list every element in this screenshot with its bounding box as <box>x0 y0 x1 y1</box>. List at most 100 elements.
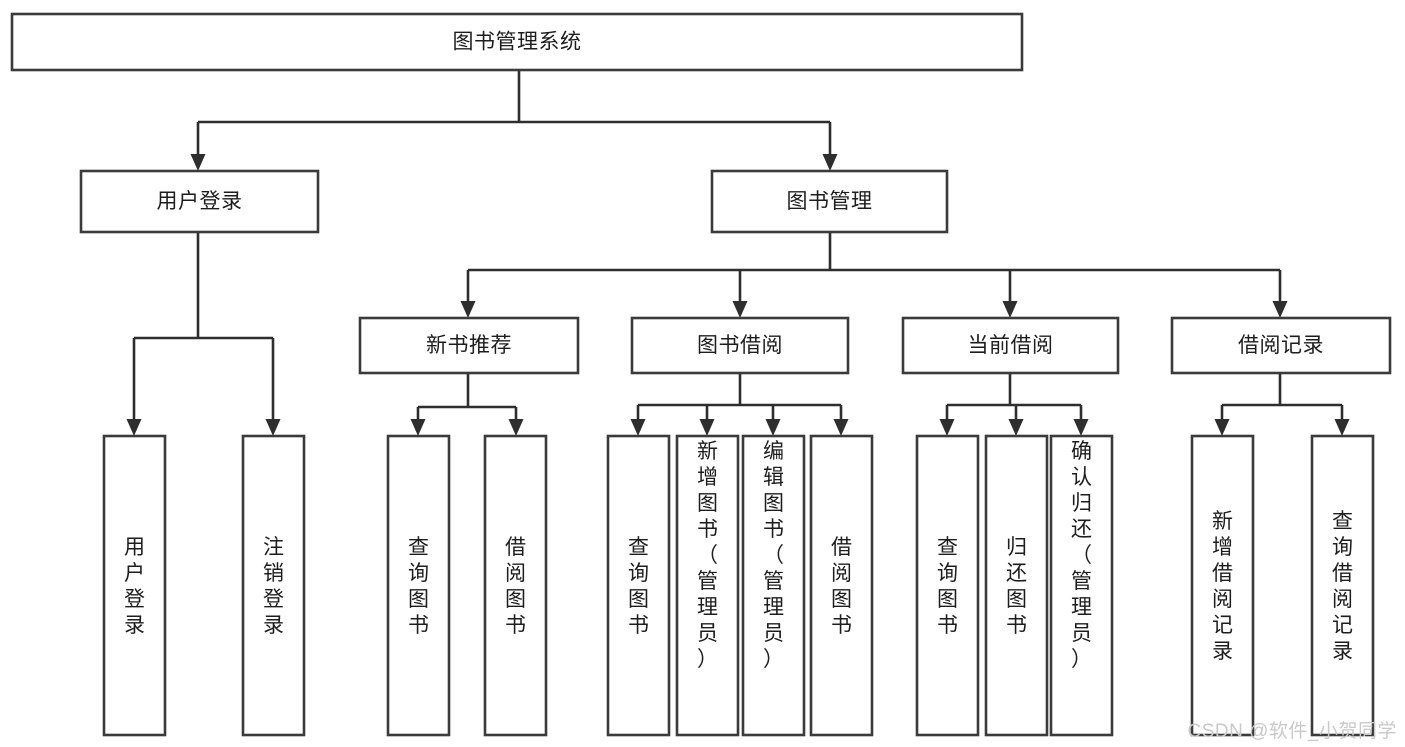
node-leaf-borrow-book-1[interactable]: 借阅图书 <box>483 434 548 737</box>
connector-user-login-to-leaf1 <box>126 338 142 436</box>
arrow-head-icon <box>1073 419 1089 436</box>
node-leaf-return-book-label: 归还图书 <box>1006 536 1027 637</box>
arrow-head-icon <box>1334 419 1350 436</box>
node-current-borrow-box[interactable] <box>901 316 1120 375</box>
csdn-watermark: CSDN @软件_小贺同学 <box>1187 721 1397 742</box>
arrow-head-icon <box>1002 301 1018 318</box>
connector-book-borrow-arrow-1 <box>630 405 646 436</box>
node-book-borrow-box[interactable] <box>630 316 850 375</box>
arrow-head-icon <box>833 419 849 436</box>
connector-book-borrow-arrow-3 <box>765 405 781 436</box>
node-user-login-box[interactable] <box>79 169 320 234</box>
arrow-head-icon <box>822 154 838 171</box>
node-leaf-return-book-box[interactable] <box>984 434 1049 737</box>
arrow-head-icon <box>126 419 142 436</box>
connector-bus-to-book-borrow <box>732 270 748 318</box>
arrow-head-icon <box>265 419 281 436</box>
node-book-borrow[interactable]: 图书借阅 <box>630 316 850 375</box>
node-leaf-add-record[interactable]: 新增借阅记录 <box>1190 434 1255 737</box>
node-leaf-borrow-book-1-label: 借阅图书 <box>505 536 526 637</box>
arrow-head-icon <box>410 419 426 436</box>
node-book-management[interactable]: 图书管理 <box>710 169 949 234</box>
node-leaf-add-book-label: 新增图书（管理员） <box>697 440 718 671</box>
node-leaf-query-book-1-label: 查询图书 <box>408 536 429 637</box>
node-root-system-box[interactable] <box>10 12 1024 72</box>
connector-book-borrow-arrow-4 <box>833 405 849 436</box>
arrow-head-icon <box>1008 419 1024 436</box>
connector-new-book-arrow-2 <box>508 407 524 436</box>
node-book-management-box[interactable] <box>710 169 949 234</box>
node-leaf-logout-login-box[interactable] <box>241 434 306 737</box>
node-leaf-add-book[interactable]: 新增图书（管理员） <box>675 434 740 737</box>
node-user-login-label: 用户登录 <box>157 190 243 213</box>
node-book-borrow-label: 图书借阅 <box>697 334 783 357</box>
node-leaf-borrow-book-2-box[interactable] <box>809 434 874 737</box>
connector-current-borrow-arrow-2 <box>1008 405 1024 436</box>
node-borrow-record-box[interactable] <box>1170 316 1392 375</box>
connector-book-borrow-arrow-2 <box>699 405 715 436</box>
connector-current-borrow-arrow-1 <box>939 405 955 436</box>
node-root-system[interactable]: 图书管理系统 <box>10 12 1024 72</box>
connector-new-book-arrow-1 <box>410 407 426 436</box>
node-new-book-recommend-box[interactable] <box>358 316 580 375</box>
node-leaf-user-login[interactable]: 用户登录 <box>102 434 167 737</box>
connector-user-login-to-leaf2 <box>265 338 281 436</box>
node-leaf-query-record-box[interactable] <box>1310 434 1375 737</box>
node-leaf-borrow-book-2[interactable]: 借阅图书 <box>809 434 874 737</box>
node-user-login[interactable]: 用户登录 <box>79 169 320 234</box>
node-borrow-record-label: 借阅记录 <box>1238 334 1324 357</box>
node-leaf-query-book-3[interactable]: 查询图书 <box>915 434 980 737</box>
node-leaf-query-book-1[interactable]: 查询图书 <box>386 434 451 737</box>
node-leaf-query-book-2[interactable]: 查询图书 <box>606 434 671 737</box>
connectors-layer <box>126 70 1350 436</box>
arrow-head-icon <box>939 419 955 436</box>
node-leaf-logout-login-label: 注销登录 <box>263 536 284 637</box>
node-new-book-recommend-label: 新书推荐 <box>426 334 512 357</box>
node-leaf-borrow-book-2-label: 借阅图书 <box>831 536 852 637</box>
node-leaf-user-login-box[interactable] <box>102 434 167 737</box>
connector-borrow-record-arrow-2 <box>1334 405 1350 436</box>
connector-bus-to-user-login <box>190 122 206 171</box>
node-leaf-confirm-return-label: 确认归还（管理员） <box>1071 440 1092 671</box>
connector-borrow-record-arrow-1 <box>1214 405 1230 436</box>
node-leaf-return-book[interactable]: 归还图书 <box>984 434 1049 737</box>
arrow-head-icon <box>460 301 476 318</box>
arrow-head-icon <box>765 419 781 436</box>
arrow-head-icon <box>699 419 715 436</box>
connector-current-borrow-arrow-3 <box>1073 405 1089 436</box>
node-leaf-add-record-label: 新增借阅记录 <box>1212 510 1233 663</box>
node-current-borrow[interactable]: 当前借阅 <box>901 316 1120 375</box>
nodes-layer: 图书管理系统用户登录图书管理新书推荐图书借阅当前借阅借阅记录用户登录注销登录查询… <box>10 12 1392 737</box>
arrow-head-icon <box>190 154 206 171</box>
node-leaf-query-record[interactable]: 查询借阅记录 <box>1310 434 1375 737</box>
node-leaf-user-login-label: 用户登录 <box>124 536 145 637</box>
node-leaf-query-book-2-label: 查询图书 <box>628 536 649 637</box>
node-borrow-record[interactable]: 借阅记录 <box>1170 316 1392 375</box>
node-leaf-query-book-1-box[interactable] <box>386 434 451 737</box>
node-leaf-edit-book-label: 编辑图书（管理员） <box>763 440 784 671</box>
connector-bus-to-book-management <box>822 122 838 171</box>
node-leaf-borrow-book-1-box[interactable] <box>483 434 548 737</box>
node-leaf-confirm-return[interactable]: 确认归还（管理员） <box>1049 434 1114 737</box>
node-leaf-logout-login[interactable]: 注销登录 <box>241 434 306 737</box>
node-leaf-query-book-2-box[interactable] <box>606 434 671 737</box>
arrow-head-icon <box>508 419 524 436</box>
node-new-book-recommend[interactable]: 新书推荐 <box>358 316 580 375</box>
node-current-borrow-label: 当前借阅 <box>968 334 1054 357</box>
connector-bus-to-new-book <box>460 270 476 318</box>
node-leaf-edit-book-box[interactable] <box>741 434 806 737</box>
arrow-head-icon <box>1214 419 1230 436</box>
node-leaf-add-record-box[interactable] <box>1190 434 1255 737</box>
connector-bus-to-borrow-record <box>1272 270 1288 318</box>
node-leaf-edit-book[interactable]: 编辑图书（管理员） <box>741 434 806 737</box>
node-leaf-add-book-box[interactable] <box>675 434 740 737</box>
node-leaf-confirm-return-box[interactable] <box>1049 434 1114 737</box>
node-leaf-query-book-3-box[interactable] <box>915 434 980 737</box>
connector-bus-to-current-borrow <box>1002 270 1018 318</box>
arrow-head-icon <box>732 301 748 318</box>
arrow-head-icon <box>1272 301 1288 318</box>
arrow-head-icon <box>630 419 646 436</box>
node-leaf-query-book-3-label: 查询图书 <box>937 536 958 637</box>
